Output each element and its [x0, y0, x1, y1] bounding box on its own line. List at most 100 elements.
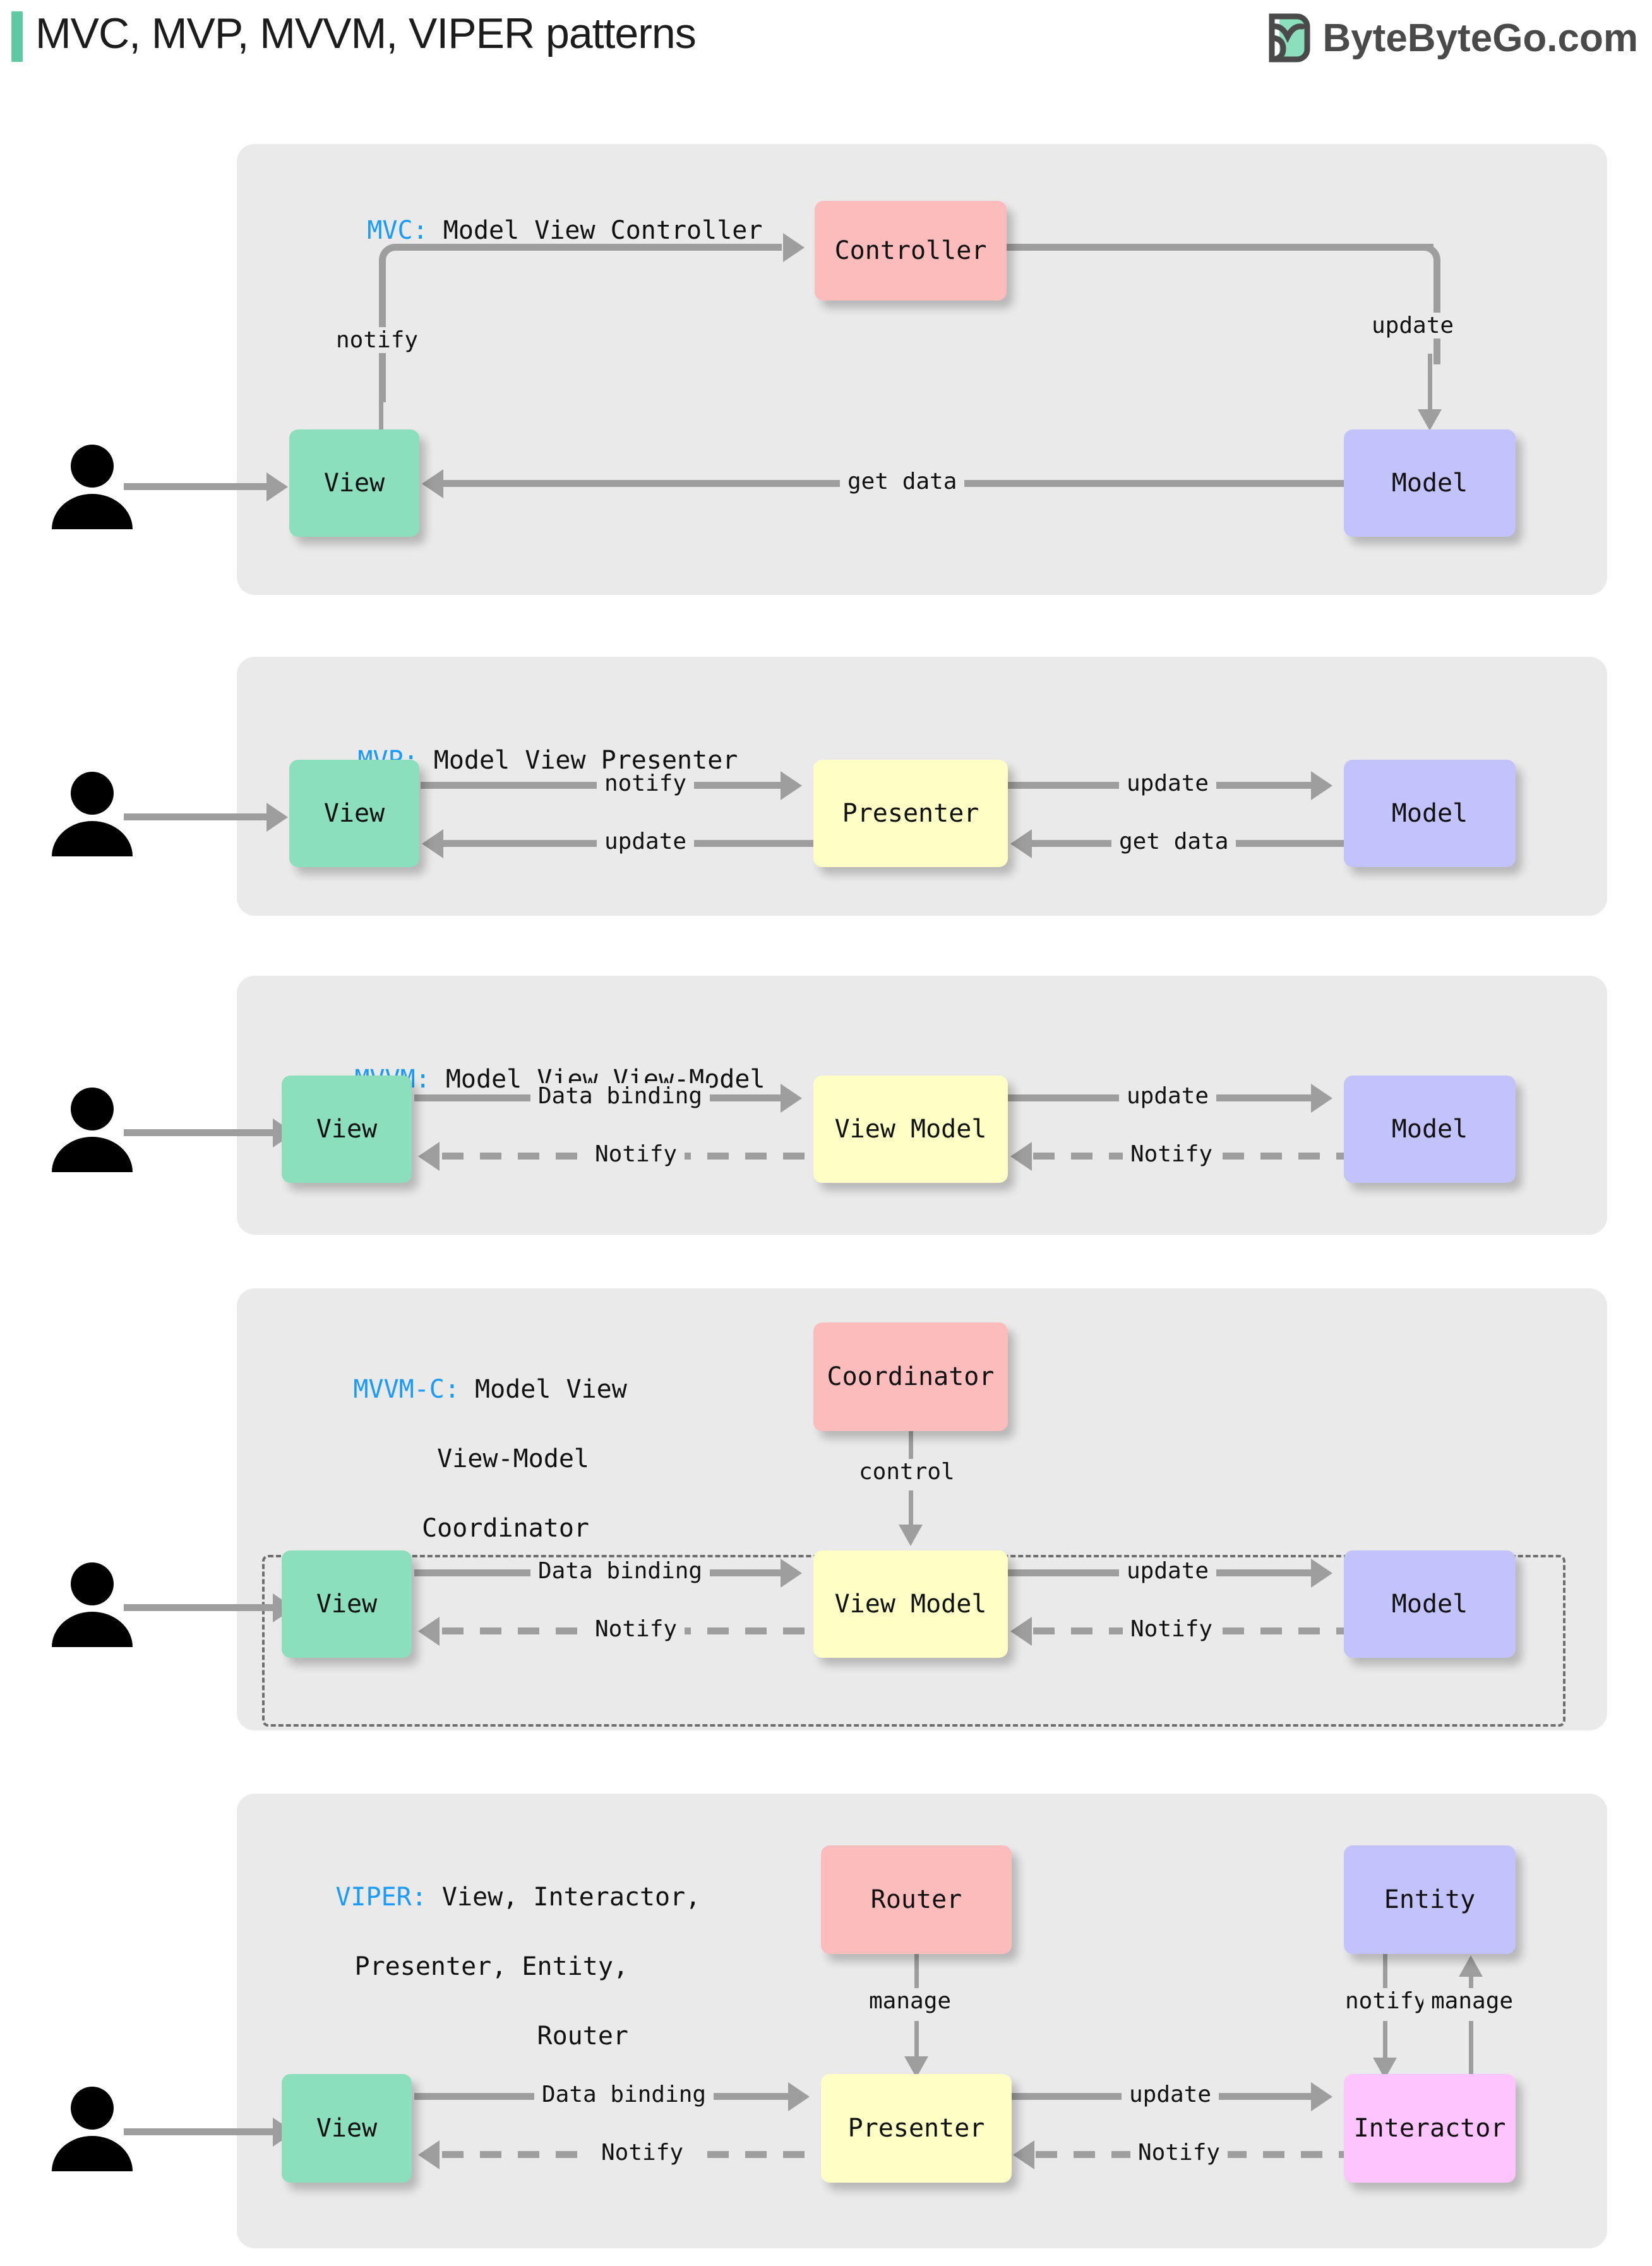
- edge-coordinator-control-line-mvvmc: [909, 1430, 913, 1472]
- brand-lockup: ByteByteGo.com: [1263, 10, 1638, 66]
- edge-view-to-viewmodel-arrow-mvvm: [781, 1084, 802, 1113]
- edge-user-to-view-mvvmc: [124, 1604, 275, 1611]
- node-view-mvvm[interactable]: View: [282, 1076, 412, 1183]
- edge-model-to-view-arrow-mvc: [422, 469, 443, 498]
- node-view-model-mvvm[interactable]: View Model: [813, 1076, 1008, 1183]
- edge-notify-line-mvc: [379, 297, 383, 433]
- edge-user-to-view-arrow-mvp: [266, 803, 288, 832]
- edge-label-data-binding-mvvmc: Data binding: [530, 1558, 710, 1584]
- edge-viewmodel-to-view-arrow-mvvm: [418, 1142, 440, 1171]
- edge-model-to-presenter-arrow-mvp: [1010, 829, 1032, 858]
- edge-label-notify-right-mvvmc: Notify: [1123, 1616, 1221, 1642]
- edge-view-to-controller-arrow-mvc: [783, 233, 805, 262]
- edge-user-to-view-mvp: [124, 813, 269, 820]
- edge-label-notify-left-mvvmc: Notify: [587, 1616, 685, 1642]
- edge-label-notify-left-viper: Notify: [594, 2140, 691, 2166]
- edge-view-to-controller-elbow-mvc: [379, 244, 462, 402]
- page-header: MVC, MVP, MVVM, VIPER patterns ByteByteG…: [0, 0, 1652, 75]
- node-model-mvp[interactable]: Model: [1344, 760, 1516, 867]
- edge-user-to-view-mvvm: [124, 1129, 275, 1136]
- edge-router-manage-line-viper: [914, 1953, 919, 1998]
- edge-label-data-binding-mvvm: Data binding: [530, 1083, 710, 1109]
- edge-label-update-mvc: update: [1364, 313, 1462, 339]
- node-view-mvc[interactable]: View: [289, 429, 419, 537]
- edge-label-update-mvvm: update: [1119, 1083, 1217, 1109]
- edge-label-notify-right-mvvm: Notify: [1123, 1141, 1221, 1167]
- edge-label-control-mvvmc: control: [851, 1459, 962, 1485]
- section-title-text-mvvmc-l3: Coordinator: [422, 1514, 589, 1543]
- section-title-mvc: MVC: Model View Controller: [306, 179, 762, 283]
- node-model-mvc[interactable]: Model: [1344, 429, 1516, 537]
- edge-label-notify-mvp: notify: [597, 770, 695, 796]
- edge-model-to-viewmodel-arrow-mvvm: [1010, 1142, 1032, 1171]
- edge-label-get-data-mvc: get data: [840, 469, 965, 495]
- section-keyword-mvvmc: MVVM-C:: [353, 1375, 460, 1404]
- node-view-viper[interactable]: View: [282, 2074, 412, 2183]
- actor-body-icon: [52, 2136, 133, 2171]
- section-title-text-mvvmc-l2: View-Model: [437, 1444, 589, 1473]
- edge-presenter-to-view-arrow-viper: [418, 2140, 440, 2169]
- node-view-mvp[interactable]: View: [289, 760, 419, 867]
- edge-label-update-mvvmc: update: [1119, 1558, 1217, 1584]
- actor-body-icon: [52, 821, 133, 856]
- node-coordinator-mvvmc[interactable]: Coordinator: [813, 1322, 1008, 1431]
- node-view-mvvmc[interactable]: View: [282, 1550, 412, 1658]
- edge-label-update-back-mvp: update: [597, 829, 695, 854]
- edge-label-update-viper: update: [1122, 2082, 1219, 2107]
- edge-viewmodel-to-model-arrow-mvvmc: [1311, 1559, 1332, 1588]
- actor-head-icon: [71, 772, 114, 815]
- actor-body-icon: [52, 1137, 133, 1172]
- node-model-mvvm[interactable]: Model: [1344, 1076, 1516, 1183]
- edge-view-to-presenter-arrow-viper: [788, 2082, 810, 2111]
- edge-label-notify-left-mvvm: Notify: [587, 1141, 685, 1167]
- user-actor-mvvmc: [52, 1560, 134, 1648]
- section-title-text-mvc: Model View Controller: [428, 216, 763, 245]
- user-actor-mvc: [52, 442, 134, 531]
- actor-body-icon: [52, 494, 133, 529]
- actor-head-icon: [71, 2087, 114, 2130]
- edge-coordinator-control-arrow-mvvmc: [899, 1525, 923, 1546]
- edge-controller-to-model-mvc: [1007, 244, 1434, 251]
- section-title-text-mvp: Model View Presenter: [418, 746, 738, 775]
- edge-viewmodel-to-model-arrow-mvvm: [1311, 1084, 1332, 1113]
- edge-label-update-mvp: update: [1119, 770, 1217, 796]
- edge-interactor-to-presenter-arrow-viper: [1013, 2140, 1034, 2169]
- edge-label-notify-right-viper: Notify: [1130, 2140, 1228, 2166]
- edge-entity-notify-line2-viper: [1383, 2021, 1387, 2063]
- section-title-viper: VIPER: View, Interactor, Presenter, Enti…: [275, 1845, 700, 2089]
- node-presenter-mvp[interactable]: Presenter: [813, 760, 1008, 867]
- node-view-model-mvvmc[interactable]: View Model: [813, 1550, 1008, 1658]
- node-interactor-viper[interactable]: Interactor: [1344, 2074, 1516, 2183]
- edge-label-get-data-mvp: get data: [1111, 829, 1236, 854]
- section-title-text-viper-l3: Router: [537, 2022, 629, 2051]
- edge-interactor-manage-line2-viper: [1469, 2021, 1473, 2103]
- edge-presenter-to-view-arrow-mvp: [422, 829, 443, 858]
- page-title: MVC, MVP, MVVM, VIPER patterns: [35, 9, 697, 57]
- edge-label-manage-router-viper: manage: [861, 1988, 959, 2014]
- actor-body-icon: [52, 1612, 133, 1647]
- node-router-viper[interactable]: Router: [821, 1845, 1012, 1954]
- section-keyword-mvc: MVC:: [367, 216, 428, 245]
- node-model-mvvmc[interactable]: Model: [1344, 1550, 1516, 1658]
- edge-label-data-binding-viper: Data binding: [534, 2082, 714, 2107]
- section-title-text-viper-l1: View, Interactor,: [426, 1883, 701, 1912]
- node-presenter-viper[interactable]: Presenter: [821, 2074, 1012, 2183]
- edge-viewmodel-to-view-arrow-mvvmc: [418, 1617, 440, 1646]
- section-title-text-viper-l2: Presenter, Entity,: [354, 1952, 628, 1981]
- section-title-mvvmc: MVVM-C: Model View View-Model Coordinato…: [292, 1338, 626, 1581]
- edge-update-arrow-mvc: [1418, 409, 1442, 431]
- user-actor-mvp: [52, 769, 134, 858]
- edge-view-to-controller-mvc: [442, 244, 782, 251]
- user-actor-mvvm: [52, 1085, 134, 1173]
- actor-head-icon: [71, 445, 114, 488]
- edge-router-manage-line2-viper: [914, 2021, 919, 2061]
- edge-update-line2-mvc: [1428, 373, 1432, 416]
- node-controller-mvc[interactable]: Controller: [815, 201, 1007, 301]
- edge-entity-notify-line-viper: [1383, 1953, 1387, 1998]
- edge-interactor-manage-arrow-viper: [1459, 1955, 1483, 1977]
- node-entity-viper[interactable]: Entity: [1344, 1845, 1516, 1954]
- section-title-mvvm: MVVM: Model View View-Model: [294, 1028, 765, 1132]
- edge-presenter-to-interactor-arrow-viper: [1311, 2082, 1332, 2111]
- edge-label-manage-entity-viper: manage: [1423, 1988, 1521, 2014]
- bytebytego-logo-icon: [1269, 13, 1310, 63]
